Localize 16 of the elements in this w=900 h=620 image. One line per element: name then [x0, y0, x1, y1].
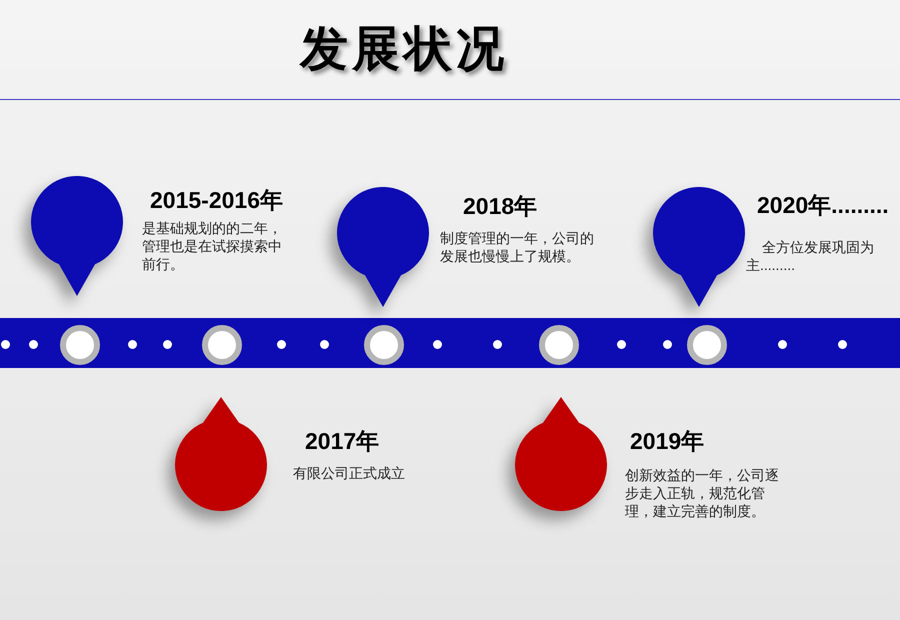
- description-text: 创新效益的一年，公司逐步走入正轨，规范化管理，建立完善的制度。: [625, 466, 780, 520]
- year-heading: 2020年.........: [757, 192, 889, 218]
- year-heading: 2019年: [630, 428, 704, 454]
- pin-marker: [337, 187, 429, 307]
- description-text: 是基础规划的的二年，管理也是在试探摸索中前行。: [142, 219, 283, 273]
- year-heading: 2017年: [305, 428, 380, 454]
- year-heading: 2015-2016年: [150, 187, 283, 213]
- pin-marker: [515, 397, 607, 511]
- pin-marker: [31, 176, 123, 296]
- pin-marker: [653, 187, 745, 307]
- year-heading: 2018年: [463, 193, 538, 219]
- pin-marker: [175, 397, 267, 511]
- description-text: 有限公司正式成立: [293, 464, 406, 482]
- title: 发展状况: [300, 22, 508, 78]
- description-text: 制度管理的一年，公司的发展也慢慢上了规模。: [440, 229, 595, 265]
- description-text: 全方位发展巩固为主.........: [746, 238, 875, 274]
